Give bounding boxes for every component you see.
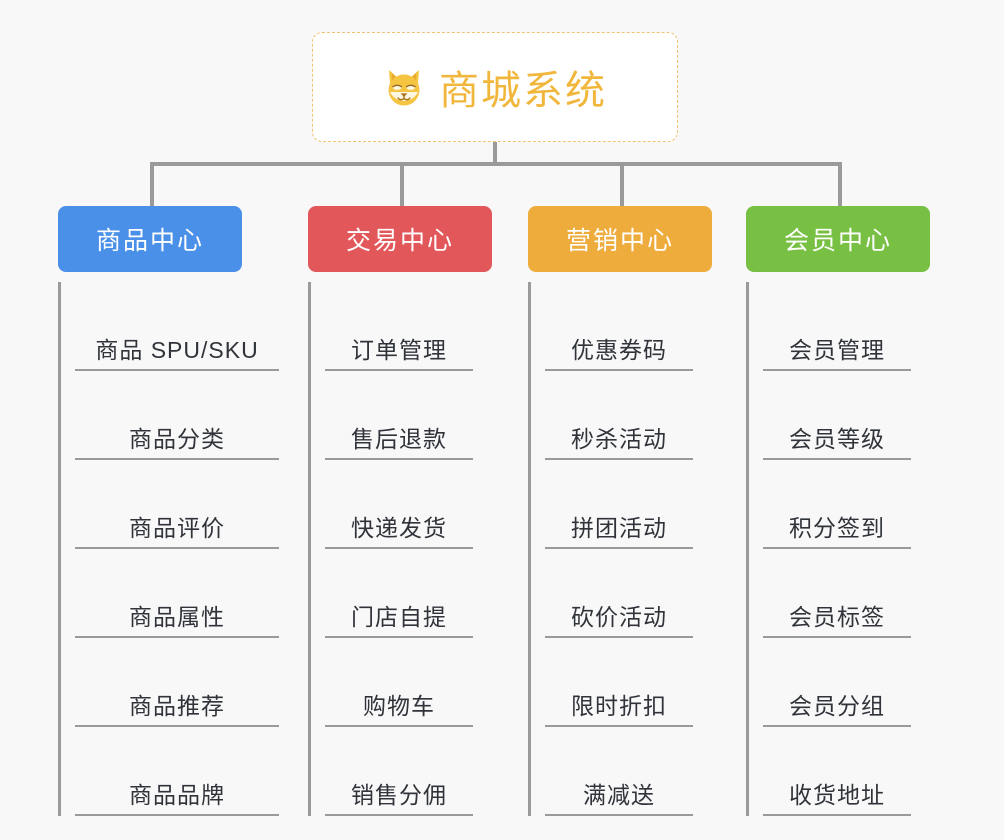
leaf-item[interactable]: 销售分佣 xyxy=(325,727,473,816)
leaf-item[interactable]: 拼团活动 xyxy=(545,460,693,549)
connector-drop-1 xyxy=(150,162,154,208)
category-label: 会员中心 xyxy=(783,227,892,255)
connector-drop-4 xyxy=(838,162,842,208)
category-label: 商品中心 xyxy=(95,227,204,255)
leaf-list-2: 订单管理售后退款快递发货门店自提购物车销售分佣 xyxy=(308,282,492,816)
leaf-item-label: 砍价活动 xyxy=(571,604,667,630)
leaf-item[interactable]: 售后退款 xyxy=(325,371,473,460)
leaf-list-4: 会员管理会员等级积分签到会员标签会员分组收货地址 xyxy=(746,282,930,816)
leaf-item-label: 积分签到 xyxy=(789,515,885,541)
leaf-item[interactable]: 满减送 xyxy=(545,727,693,816)
category-box-1[interactable]: 商品中心 xyxy=(58,206,242,272)
leaf-list-3: 优惠券码秒杀活动拼团活动砍价活动限时折扣满减送 xyxy=(528,282,712,816)
leaf-item-label: 优惠券码 xyxy=(571,337,667,363)
leaf-item[interactable]: 砍价活动 xyxy=(545,549,693,638)
leaf-item-label: 满减送 xyxy=(583,782,655,808)
leaf-item-label: 销售分佣 xyxy=(351,782,447,808)
leaf-item[interactable]: 会员等级 xyxy=(763,371,911,460)
branch-1: 商品中心商品 SPU/SKU 商品分类商品评价商品属性商品推荐商品品牌 xyxy=(58,206,279,816)
branch-2: 交易中心订单管理售后退款快递发货门店自提购物车销售分佣 xyxy=(308,206,492,816)
leaf-item[interactable]: 门店自提 xyxy=(325,549,473,638)
connector-drop-2 xyxy=(400,162,404,208)
leaf-item[interactable]: 快递发货 xyxy=(325,460,473,549)
branch-4: 会员中心会员管理会员等级积分签到会员标签会员分组收货地址 xyxy=(746,206,930,816)
leaf-item[interactable]: 会员管理 xyxy=(763,282,911,371)
leaf-item-label: 购物车 xyxy=(363,693,435,719)
leaf-item-label: 会员管理 xyxy=(789,337,885,363)
leaf-item-label: 限时折扣 xyxy=(571,693,667,719)
connector-drop-3 xyxy=(620,162,624,208)
root-title: 商城系统 xyxy=(439,69,607,113)
leaf-item-label: 订单管理 xyxy=(351,337,447,363)
leaf-item[interactable]: 积分签到 xyxy=(763,460,911,549)
category-label: 交易中心 xyxy=(345,227,454,255)
branch-3: 营销中心优惠券码秒杀活动拼团活动砍价活动限时折扣满减送 xyxy=(528,206,712,816)
leaf-item[interactable]: 购物车 xyxy=(325,638,473,727)
leaf-item[interactable]: 限时折扣 xyxy=(545,638,693,727)
leaf-item-label: 会员等级 xyxy=(789,426,885,452)
leaf-item-label: 门店自提 xyxy=(351,604,447,630)
leaf-item-label: 售后退款 xyxy=(351,426,447,452)
leaf-item-label: 会员分组 xyxy=(789,693,885,719)
connector-bus xyxy=(150,162,842,166)
leaf-list-1: 商品 SPU/SKU 商品分类商品评价商品属性商品推荐商品品牌 xyxy=(58,282,279,816)
leaf-item[interactable]: 商品评价 xyxy=(75,460,279,549)
leaf-item-label: 商品品牌 xyxy=(129,782,225,808)
category-box-3[interactable]: 营销中心 xyxy=(528,206,712,272)
leaf-item[interactable]: 商品 SPU/SKU xyxy=(75,282,279,371)
leaf-item[interactable]: 商品品牌 xyxy=(75,727,279,816)
leaf-item[interactable]: 优惠券码 xyxy=(545,282,693,371)
leaf-item-label: 拼团活动 xyxy=(571,515,667,541)
leaf-item-label: 商品 SPU/SKU xyxy=(95,337,259,363)
leaf-item-label: 快递发货 xyxy=(351,515,447,541)
leaf-item[interactable]: 订单管理 xyxy=(325,282,473,371)
leaf-item[interactable]: 收货地址 xyxy=(763,727,911,816)
shiba-dog-face-icon xyxy=(383,66,425,108)
leaf-item-label: 商品分类 xyxy=(129,426,225,452)
leaf-item[interactable]: 秒杀活动 xyxy=(545,371,693,460)
leaf-item[interactable]: 会员分组 xyxy=(763,638,911,727)
leaf-item-label: 商品评价 xyxy=(129,515,225,541)
leaf-item[interactable]: 商品推荐 xyxy=(75,638,279,727)
leaf-item[interactable]: 商品属性 xyxy=(75,549,279,638)
category-box-4[interactable]: 会员中心 xyxy=(746,206,930,272)
leaf-item-label: 会员标签 xyxy=(789,604,885,630)
leaf-item-label: 收货地址 xyxy=(789,782,885,808)
leaf-item-label: 秒杀活动 xyxy=(571,426,667,452)
category-label: 营销中心 xyxy=(565,227,674,255)
root-node[interactable]: 商城系统 xyxy=(312,32,678,142)
connector-root-stem xyxy=(493,142,497,164)
category-box-2[interactable]: 交易中心 xyxy=(308,206,492,272)
leaf-item-label: 商品属性 xyxy=(129,604,225,630)
leaf-item[interactable]: 会员标签 xyxy=(763,549,911,638)
leaf-item[interactable]: 商品分类 xyxy=(75,371,279,460)
leaf-item-label: 商品推荐 xyxy=(129,693,225,719)
